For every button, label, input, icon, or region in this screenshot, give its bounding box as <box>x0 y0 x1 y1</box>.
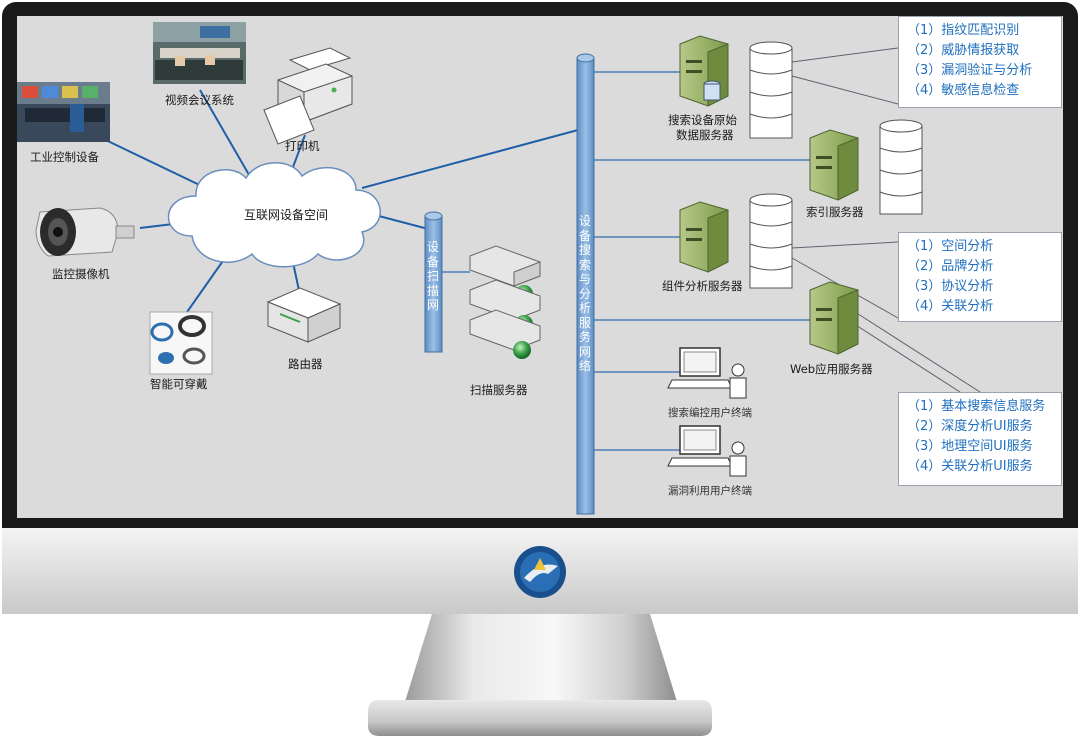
index-server-label: 索引服务器 <box>806 205 864 219</box>
callout-item: （3）协议分析 <box>907 279 994 294</box>
cloud-label: 互联网设备空间 <box>244 208 329 222</box>
component-server-label: 组件分析服务器 <box>662 279 743 293</box>
component-server-icon <box>679 201 729 273</box>
raw-data-callout: （1）指纹匹配识别 （2）威胁情报获取 （3）漏洞验证与分析 （4）敏感信息检查 <box>898 16 1062 108</box>
smart-wearable-photo <box>149 311 213 375</box>
service-bus-label: 设备搜索与分析服务网络 <box>578 214 591 373</box>
industrial-control-photo <box>17 82 110 142</box>
wearable-label: 智能可穿戴 <box>150 377 208 391</box>
callout-item: （2）深度分析UI服务 <box>907 419 1033 434</box>
printer-icon <box>263 47 353 145</box>
raw-data-server-label-1: 搜索设备原始 <box>668 113 737 127</box>
industrial-control-label: 工业控制设备 <box>30 150 99 164</box>
cloud-icon <box>167 162 381 268</box>
scan-server-stack-icon <box>469 245 541 359</box>
printer-label: 打印机 <box>285 139 320 153</box>
callout-item: （4）关联分析UI服务 <box>907 459 1033 474</box>
monitor-base <box>368 700 712 736</box>
scan-bus-label: 设备扫描网 <box>426 240 439 312</box>
database-icon <box>879 119 923 215</box>
video-conference-photo <box>153 22 246 84</box>
search-terminal-icon <box>667 347 747 399</box>
vuln-terminal-icon <box>667 425 747 477</box>
callout-item: （2）品牌分析 <box>907 259 994 274</box>
brand-logo-icon <box>514 546 566 598</box>
web-callout: （1）基本搜索信息服务 （2）深度分析UI服务 （3）地理空间UI服务 （4）关… <box>898 392 1062 486</box>
video-conference-label: 视频会议系统 <box>165 93 234 107</box>
web-server-icon <box>809 281 859 355</box>
raw-data-server-label-2: 数据服务器 <box>676 128 734 142</box>
component-callout: （1）空间分析 （2）品牌分析 （3）协议分析 （4）关联分析 <box>898 232 1062 322</box>
web-server-label: Web应用服务器 <box>790 362 873 376</box>
callout-item: （4）敏感信息检查 <box>907 83 1020 98</box>
index-server-icon <box>809 129 859 201</box>
surveillance-camera-icon <box>35 207 135 257</box>
router-icon <box>266 287 342 343</box>
database-icon <box>749 41 793 139</box>
callout-item: （2）威胁情报获取 <box>907 43 1020 58</box>
scan-bus <box>424 211 443 353</box>
router-label: 路由器 <box>288 357 323 371</box>
scan-server-label: 扫描服务器 <box>470 383 528 397</box>
database-icon <box>749 193 793 289</box>
callout-item: （3）漏洞验证与分析 <box>907 63 1033 78</box>
monitor-neck <box>404 614 678 705</box>
callout-item: （1）基本搜索信息服务 <box>907 399 1046 414</box>
callout-item: （1）空间分析 <box>907 239 994 254</box>
service-bus <box>576 53 595 515</box>
callout-item: （3）地理空间UI服务 <box>907 439 1033 454</box>
callout-item: （4）关联分析 <box>907 299 994 314</box>
callout-item: （1）指纹匹配识别 <box>907 23 1020 38</box>
raw-data-server-icon <box>679 35 729 107</box>
search-terminal-label: 搜索编控用户终端 <box>668 407 752 419</box>
vuln-terminal-label: 漏洞利用用户终端 <box>668 485 752 497</box>
camera-label: 监控摄像机 <box>52 267 110 281</box>
